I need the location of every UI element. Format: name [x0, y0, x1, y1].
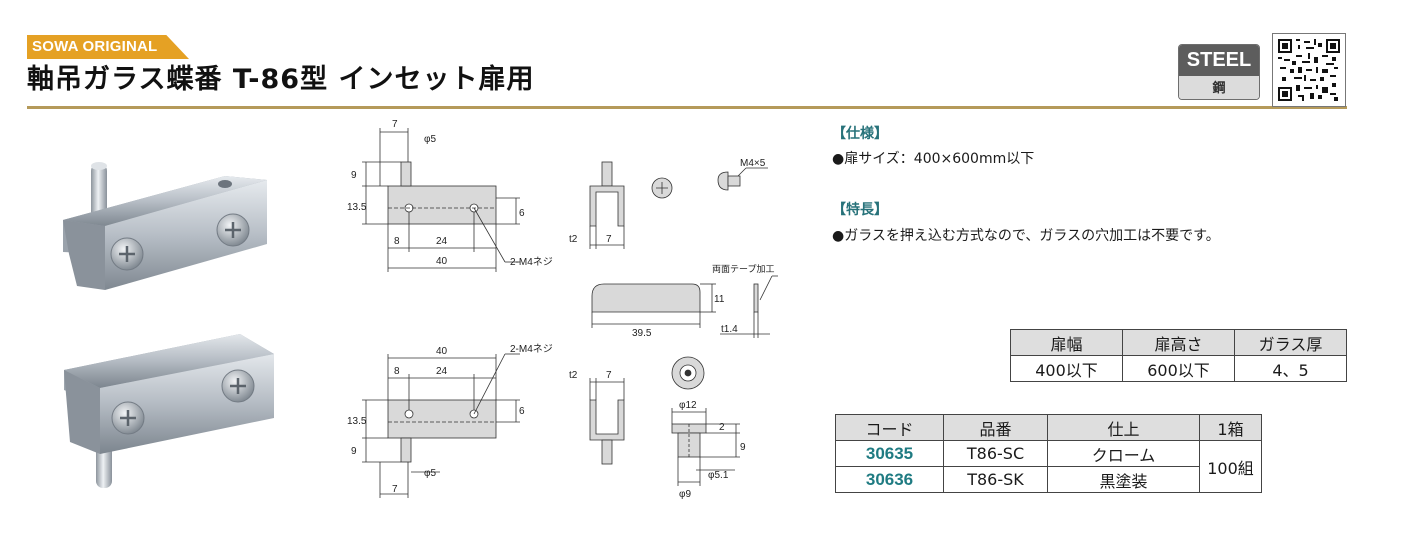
code-header-finish: 仕上 — [1047, 414, 1200, 441]
dim-bot-phi5: φ5 — [424, 468, 436, 479]
dim-side-t2: t2 — [569, 234, 578, 245]
code-header-code: コード — [835, 414, 944, 441]
dim-bot-24: 24 — [436, 366, 448, 377]
code-table: コード 品番 仕上 1箱 30635 T86-SC クローム 100組 3063… — [835, 414, 1262, 493]
dim-top-8: 8 — [394, 236, 400, 247]
size-header-width: 扉幅 — [1010, 329, 1123, 356]
dim-top-h9: 9 — [351, 170, 357, 181]
brand-tag: SOWA ORIGINAL — [27, 35, 189, 59]
dim-top-40: 40 — [436, 256, 448, 267]
size-table: 扉幅 扉高さ ガラス厚 400以下 600以下 4、5 — [1010, 329, 1347, 382]
dim-bot-w7: 7 — [392, 484, 398, 495]
dim-side-7: 7 — [606, 234, 612, 245]
dim-pad-t14: t1.4 — [721, 324, 738, 335]
dim-bot-6: 6 — [519, 406, 525, 417]
dim-pad-395: 39.5 — [632, 328, 652, 339]
material-en: STEEL — [1179, 45, 1259, 76]
size-glass-value: 4、5 — [1234, 355, 1347, 382]
dim-bot-40: 40 — [436, 346, 448, 357]
code-value[interactable]: 30636 — [835, 466, 944, 493]
dim-top-h135: 13.5 — [347, 202, 367, 213]
dim-top-6: 6 — [519, 208, 525, 219]
dim-bot-h135: 13.5 — [347, 416, 367, 427]
part-number: T86-SC — [943, 440, 1048, 467]
title-divider — [27, 106, 1347, 109]
hinge-top-photo — [63, 162, 267, 290]
part-number: T86-SK — [943, 466, 1048, 493]
dim-bush-2: 2 — [719, 422, 725, 433]
technical-drawing: 7 φ5 9 13.5 6 8 24 40 2-M4ネジ t2 7 M4×5 両… — [347, 119, 778, 500]
qr-code-icon[interactable] — [1272, 33, 1346, 107]
dim-screw-label: M4×5 — [740, 158, 766, 169]
table-row: 30636 T86-SK 黒塗装 — [835, 466, 1262, 493]
dim-bot-h9: 9 — [351, 446, 357, 457]
feature-heading: 【特長】 — [832, 202, 888, 218]
dim-bside-t2: t2 — [569, 370, 578, 381]
size-height-value: 600以下 — [1122, 355, 1235, 382]
dim-top-phi5: φ5 — [424, 134, 436, 145]
material-badge: STEEL 鋼 — [1178, 44, 1260, 100]
dim-tape-label: 両面テープ加工 — [712, 264, 774, 274]
code-header-part: 品番 — [943, 414, 1048, 441]
table-row: 30635 T86-SC クローム 100組 — [835, 440, 1262, 493]
dim-bot-screw: 2-M4ネジ — [510, 343, 553, 355]
size-header-height: 扉高さ — [1122, 329, 1235, 356]
spec-heading: 【仕様】 — [832, 126, 888, 142]
box-quantity: 100組 — [1199, 440, 1262, 493]
dim-bot-8: 8 — [394, 366, 400, 377]
dim-bush-phi51: φ5.1 — [708, 470, 729, 481]
code-header-box: 1箱 — [1199, 414, 1262, 441]
spec-door-size: ●扉サイズ：400×600mm以下 — [832, 151, 1035, 167]
finish-value: クローム — [1047, 440, 1200, 467]
material-ja: 鋼 — [1179, 76, 1259, 99]
dim-bush-phi9: φ9 — [679, 489, 691, 500]
code-value[interactable]: 30635 — [835, 440, 944, 467]
feature-description: ●ガラスを押え込む方式なので、ガラスの穴加工は不要です。 — [832, 228, 1220, 244]
dim-bside-7: 7 — [606, 370, 612, 381]
dim-top-24: 24 — [436, 236, 448, 247]
dim-top-screw: 2-M4ネジ — [510, 256, 553, 268]
size-width-value: 400以下 — [1010, 355, 1123, 382]
dim-top-w7: 7 — [392, 119, 398, 130]
page-title: 軸吊ガラス蝶番 T-86型 インセット扉用 — [27, 64, 535, 95]
dim-bush-phi12: φ12 — [679, 400, 697, 411]
dim-pad-11: 11 — [714, 294, 725, 305]
size-header-glass: ガラス厚 — [1234, 329, 1347, 356]
hinge-bottom-photo — [64, 334, 274, 488]
finish-value: 黒塗装 — [1047, 466, 1200, 493]
dim-bush-9: 9 — [740, 442, 746, 453]
